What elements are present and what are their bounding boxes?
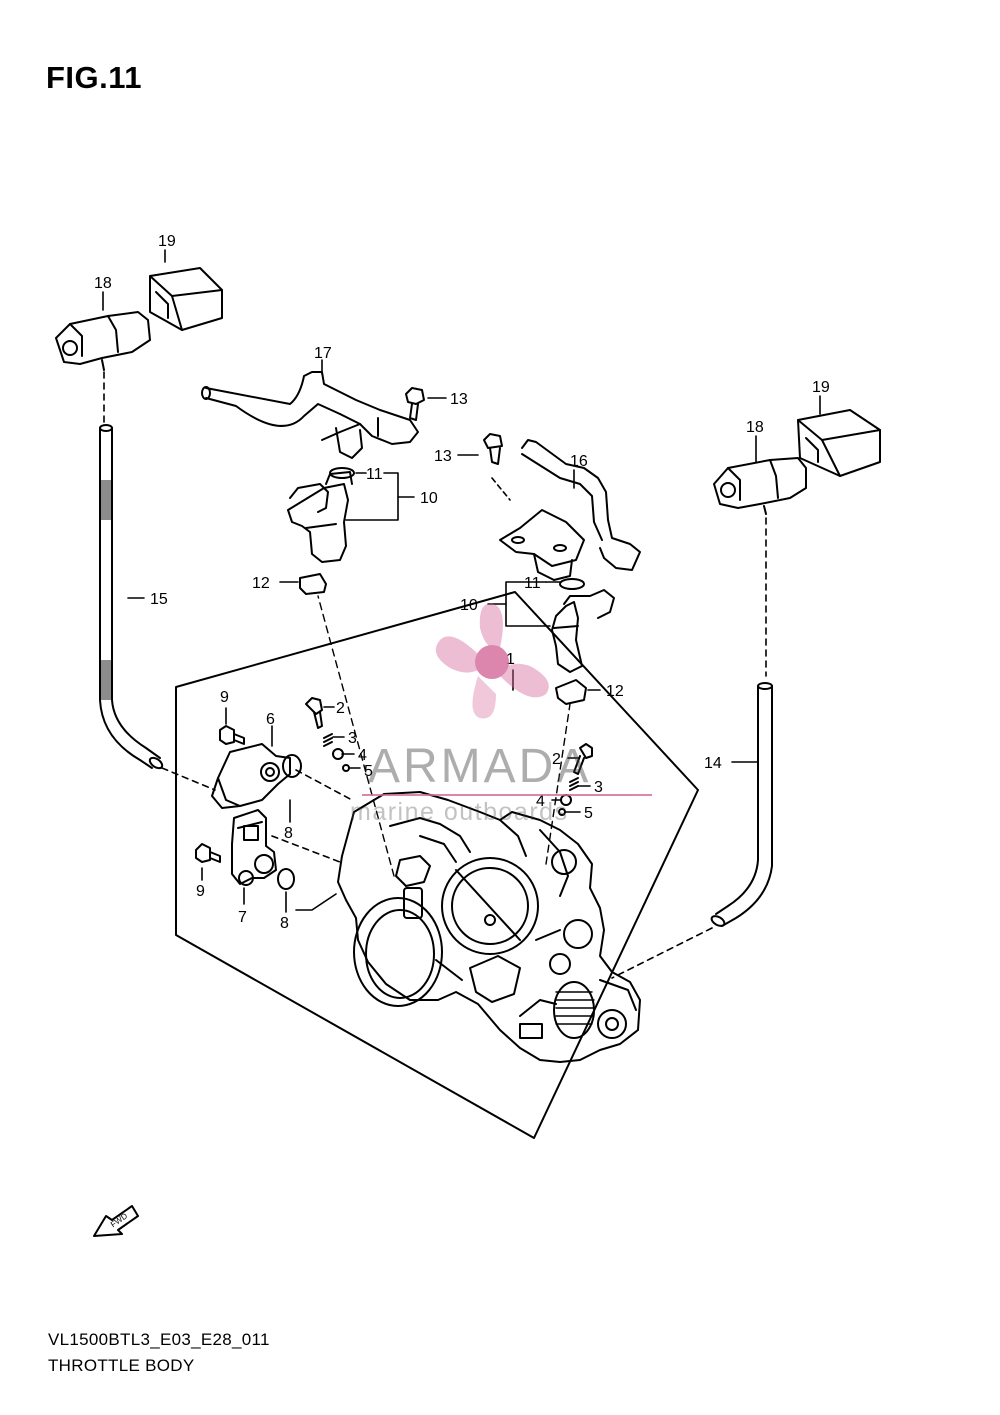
map-sensor-18 — [55, 311, 151, 371]
callout-8: 8 — [280, 915, 289, 932]
left-map-sensor-assembly — [55, 267, 223, 791]
map-sensor-18-right — [713, 457, 807, 515]
callout-4: 4 — [536, 793, 545, 810]
fuel-injector-10-left — [287, 467, 355, 595]
spring-3-left — [323, 733, 333, 747]
callout-7: 7 — [238, 909, 247, 926]
callout-2: 2 — [336, 700, 345, 717]
callout-13: 13 — [450, 391, 468, 408]
o-ring-5-left — [342, 764, 350, 772]
callout-19: 19 — [158, 233, 176, 250]
callout-14: 14 — [704, 755, 722, 772]
watermark-brand: ARMADA — [368, 740, 591, 793]
fuel-hose-16 — [483, 433, 641, 581]
fwd-arrow-icon: FWD — [93, 1205, 139, 1237]
callout-3: 3 — [348, 730, 357, 747]
cushion-12-right — [555, 679, 587, 705]
screw-9-bottom — [195, 843, 221, 863]
screw-13-top — [405, 387, 425, 421]
vacuum-hose-15 — [99, 424, 164, 770]
screw-2-left — [305, 697, 323, 729]
callout-19: 19 — [812, 379, 830, 396]
diagram-code: VL1500BTL3_E03_E28_011 — [48, 1330, 270, 1349]
callout-2: 2 — [552, 751, 561, 768]
callout-10: 10 — [460, 597, 478, 614]
assembly-frame — [175, 591, 699, 1139]
callout-11: 11 — [524, 575, 541, 592]
callout-18: 18 — [94, 275, 112, 292]
watermark-tagline: marine outboards — [350, 798, 569, 826]
callout-11: 11 — [366, 466, 383, 483]
callout-5: 5 — [364, 763, 373, 780]
callout-18: 18 — [746, 419, 764, 436]
fuel-injector-10-right — [551, 578, 615, 705]
callout-8: 8 — [284, 825, 293, 842]
screw-2-right — [573, 743, 593, 775]
throttle-body-1 — [337, 791, 641, 1063]
callout-12: 12 — [606, 683, 624, 700]
diagram-section-title: THROTTLE BODY — [48, 1356, 195, 1375]
callout-10: 10 — [420, 490, 438, 507]
callout-3: 3 — [594, 779, 603, 796]
o-ring-8-bottom — [277, 868, 295, 890]
callout-5: 5 — [584, 805, 593, 822]
callout-17: 17 — [314, 345, 332, 362]
o-ring-11-right — [559, 578, 585, 590]
callout-4: 4 — [358, 747, 367, 764]
sensor-cover-19 — [149, 267, 223, 331]
right-map-sensor-assembly — [611, 409, 881, 979]
vacuum-hose-14 — [710, 682, 773, 927]
callout-15: 15 — [150, 591, 168, 608]
callout-6: 6 — [266, 711, 275, 728]
spring-3-right — [569, 777, 579, 791]
armada-watermark: ARMADA marine outboards — [350, 603, 652, 826]
figure-title: FIG.11 — [46, 60, 143, 95]
callout-13: 13 — [434, 448, 452, 465]
callout-labels: 19 18 19 18 17 13 13 16 11 10 12 11 10 1… — [94, 233, 830, 932]
screw-9-top — [219, 725, 245, 745]
callout-9: 9 — [196, 883, 205, 900]
callout-12: 12 — [252, 575, 270, 592]
leader-lines — [102, 249, 821, 913]
throttle-position-sensor-6 — [211, 743, 291, 809]
sensor-cover-19-right — [797, 409, 881, 477]
callout-1: 1 — [506, 651, 515, 668]
fuel-hose-17 — [201, 371, 419, 459]
o-ring-8-top — [282, 754, 302, 778]
cushion-12-left — [299, 573, 327, 595]
propeller-logo-icon — [435, 603, 549, 719]
callout-9: 9 — [220, 689, 229, 706]
sensor-7 — [231, 809, 277, 886]
callout-16: 16 — [570, 453, 588, 470]
